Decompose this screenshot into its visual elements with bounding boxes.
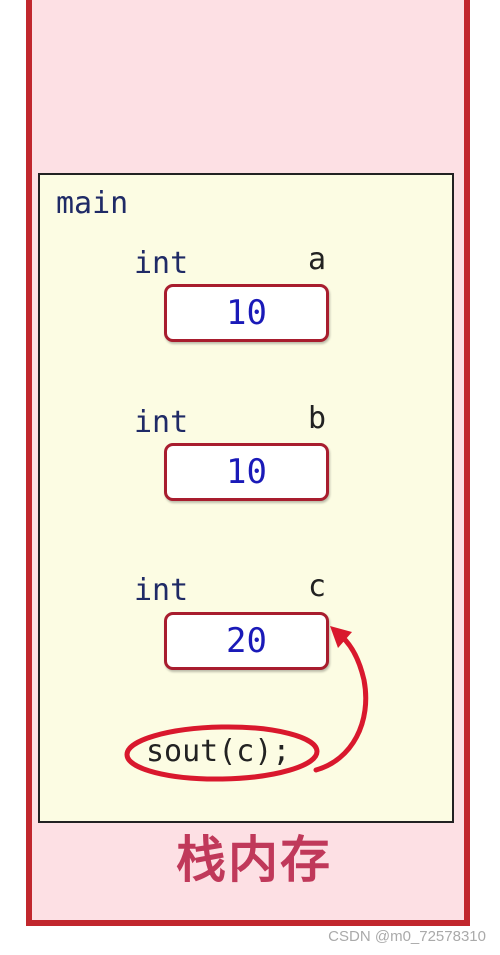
variable-b-name: b (308, 401, 327, 436)
variable-a-name: a (308, 242, 327, 277)
stack-memory-label: 栈内存 (176, 831, 332, 889)
variable-c-value-box: 20 (164, 612, 329, 670)
print-call-statement: sout(c); (146, 734, 291, 769)
variable-b-type: int (134, 405, 189, 440)
variable-a-value-box: 10 (164, 284, 329, 342)
frame-name: main (56, 186, 129, 221)
variable-a-type: int (134, 246, 189, 281)
variable-c-type: int (134, 573, 189, 608)
variable-b-value-box: 10 (164, 443, 329, 501)
watermark: CSDN @m0_72578310 (328, 928, 486, 945)
variable-c-name: c (308, 569, 327, 604)
